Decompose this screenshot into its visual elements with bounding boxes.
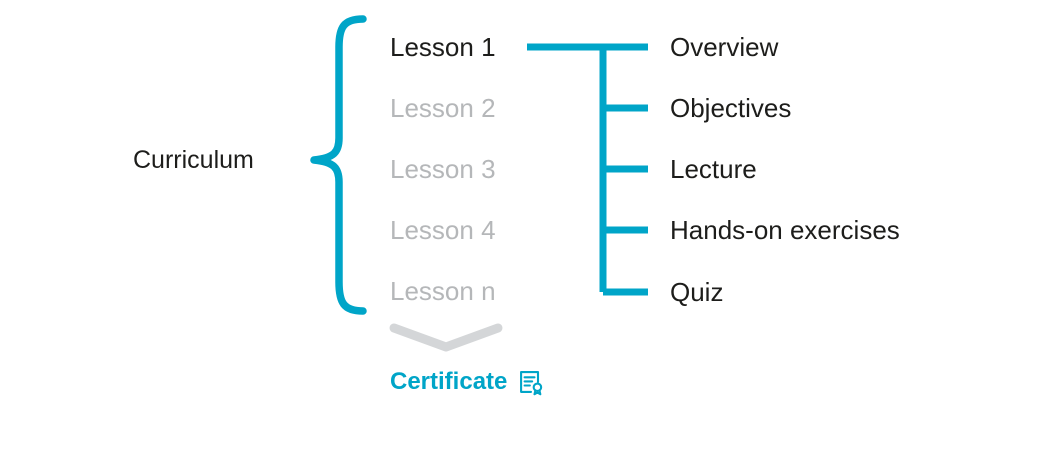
- lesson-item-3: Lesson 3: [390, 154, 496, 184]
- chevron-down-icon: [389, 323, 503, 352]
- lesson-item-n: Lesson n: [390, 276, 496, 306]
- lesson-item-1: Lesson 1: [390, 32, 496, 62]
- component-quiz: Quiz: [670, 277, 724, 307]
- certificate-label: Certificate: [390, 368, 508, 395]
- curly-brace: [310, 15, 367, 315]
- lesson-item-4: Lesson 4: [390, 215, 496, 245]
- component-lecture: Lecture: [670, 154, 757, 184]
- certificate-icon: [520, 371, 543, 396]
- component-overview: Overview: [670, 32, 779, 62]
- component-objectives: Objectives: [670, 93, 792, 123]
- certificate-row: Certificate: [390, 366, 545, 398]
- lesson-item-2: Lesson 2: [390, 93, 496, 123]
- component-hands-on-exercises: Hands-on exercises: [670, 215, 900, 245]
- curriculum-label: Curriculum: [133, 146, 254, 174]
- lesson-components-connector: [527, 43, 648, 296]
